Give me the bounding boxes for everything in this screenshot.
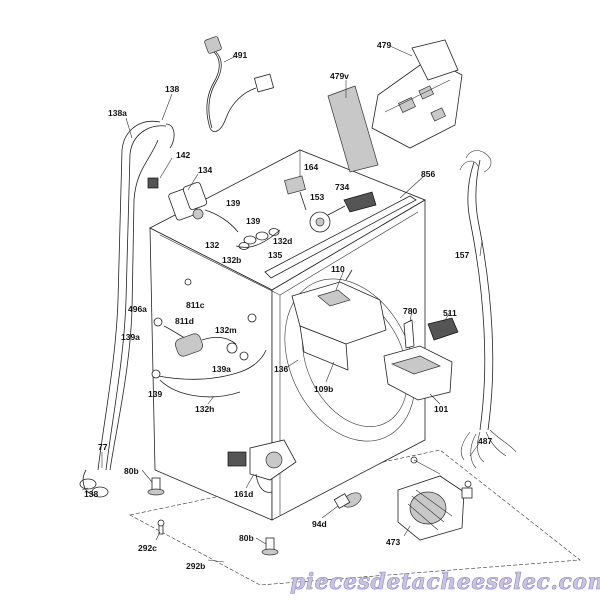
- feet-and-screws: [147, 456, 472, 556]
- callout-487: 487: [478, 436, 492, 446]
- cabinet-body: [149, 149, 426, 521]
- callout-811d: 811d: [175, 316, 194, 326]
- site-watermark: piecesdetachees​elec.com: [290, 569, 600, 595]
- leader-lines: [81, 45, 483, 563]
- shield-plate: [327, 85, 379, 173]
- callout-142: 142: [176, 150, 190, 160]
- callout-511: 511: [443, 308, 457, 318]
- callout-132m: 132m: [215, 325, 237, 335]
- callout-479: 479: [377, 40, 391, 50]
- callout-136: 136: [274, 364, 288, 374]
- filter-cap: [333, 492, 362, 509]
- callout-811c: 811c: [186, 300, 205, 310]
- callout-132d: 132d: [273, 236, 292, 246]
- callout-164: 164: [304, 162, 318, 172]
- top-components: [284, 175, 377, 233]
- callout-94d: 94d: [312, 519, 327, 529]
- callout-80b-bottom: 80b: [239, 533, 254, 543]
- fill-hoses: [79, 120, 175, 498]
- callout-161d: 161d: [234, 489, 253, 499]
- callout-734: 734: [335, 182, 349, 192]
- left-internals: [151, 278, 267, 398]
- callout-139-a: 139: [226, 198, 240, 208]
- callout-110: 110: [331, 264, 345, 274]
- callout-109b: 109b: [314, 384, 333, 394]
- drain-pump: [227, 439, 297, 493]
- callout-101: 101: [434, 404, 448, 414]
- callout-138-top: 138: [165, 84, 179, 94]
- callout-479v: 479v: [330, 71, 349, 81]
- callout-132b: 132b: [222, 255, 241, 265]
- power-cord: [204, 36, 275, 132]
- callout-157: 157: [455, 250, 469, 260]
- callout-132: 132: [205, 240, 219, 250]
- callout-139a-mid: 139a: [212, 364, 231, 374]
- callout-138-bottom: 138: [84, 489, 98, 499]
- callout-139-low: 139: [148, 389, 162, 399]
- motor: [397, 475, 473, 541]
- callout-139a-left: 139a: [121, 332, 140, 342]
- detergent-dispenser: [291, 269, 459, 401]
- callout-491: 491: [233, 50, 247, 60]
- callout-132h: 132h: [195, 404, 214, 414]
- callout-80b-left: 80b: [124, 466, 139, 476]
- callout-138a: 138a: [108, 108, 127, 118]
- callout-473: 473: [386, 537, 400, 547]
- callout-134: 134: [198, 165, 212, 175]
- callout-856: 856: [421, 169, 435, 179]
- hose-clamps-top: [235, 228, 281, 250]
- inlet-valves: [168, 182, 239, 233]
- top-bar: [264, 195, 417, 279]
- callout-292b: 292b: [186, 561, 205, 571]
- callout-496a: 496a: [128, 304, 147, 314]
- callout-153: 153: [310, 192, 324, 202]
- callout-77: 77: [98, 442, 108, 452]
- callout-labels: 491 479 479v 138 138a 142 134 164 734 85…: [84, 40, 492, 571]
- callout-292c: 292c: [138, 543, 157, 553]
- wire-harness: [459, 150, 517, 469]
- callout-780: 780: [403, 306, 417, 316]
- callout-139-b: 139: [246, 216, 260, 226]
- control-board: [371, 39, 463, 149]
- callout-135: 135: [268, 250, 282, 260]
